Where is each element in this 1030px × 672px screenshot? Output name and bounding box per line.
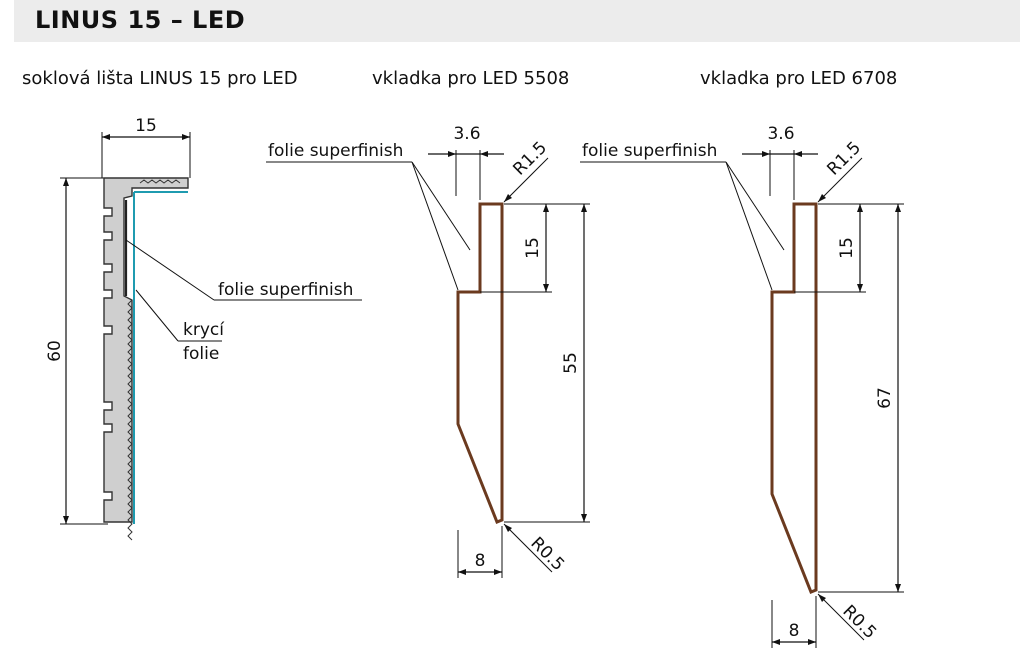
- i2-bottom-arrow-right: [808, 639, 816, 645]
- cover-foil: [133, 191, 188, 524]
- i2-foil-label: folie superfinish: [582, 141, 717, 161]
- i2-step-arrow-top: [857, 204, 863, 212]
- i2-bottom-radius: R0.5: [838, 601, 880, 643]
- cover-foil-leader: [135, 289, 179, 342]
- cover-foil-label-line1: krycí: [183, 320, 225, 340]
- i2-total-arrow-bottom: [895, 584, 901, 592]
- page-title: LINUS 15 – LED: [35, 6, 246, 34]
- profile-serrations: [127, 299, 133, 541]
- i1-bottom-width-dim: 8: [475, 551, 486, 571]
- i2-total-arrow-top: [895, 204, 901, 212]
- profile-height-arrow-top: [63, 178, 69, 186]
- i1-step-arrow-top: [543, 204, 549, 212]
- i2-foil-leader-b: [725, 161, 773, 291]
- profile-width-dim: 15: [135, 116, 157, 136]
- insert-5508-outline: [456, 202, 504, 524]
- i2-top-radius: R1.5: [823, 138, 865, 180]
- i1-top-arrow-left: [448, 151, 456, 157]
- i2-step-arrow-bottom: [857, 284, 863, 292]
- header-bar: [14, 0, 1020, 42]
- i1-top-width-dim: 3.6: [453, 124, 480, 144]
- i1-total-arrow-bottom: [581, 514, 587, 522]
- i2-r15-leader: [817, 157, 863, 203]
- profile-drawing: 15 60 folie superfinish krycí folie: [45, 116, 362, 541]
- insert-6708-drawing: 3.6 R1.5 folie superfinish 15 67 8: [580, 124, 904, 648]
- caption-insert-6708: vkladka pro LED 6708: [700, 68, 898, 89]
- profile-height-arrow-bottom: [63, 516, 69, 524]
- cover-foil-label-line2: folie: [183, 344, 219, 364]
- i2-top-width-dim: 3.6: [767, 124, 794, 144]
- i1-bottom-arrow-right: [494, 569, 502, 575]
- insert-5508-drawing: 3.6 R1.5 folie superfinish 15 55 8: [266, 124, 590, 578]
- i2-r15-arrow: [818, 194, 826, 202]
- i1-r15-leader: [503, 157, 549, 203]
- i2-top-arrow-right: [794, 151, 802, 157]
- i1-total-height-dim: 55: [561, 352, 581, 374]
- i1-step-height-dim: 15: [523, 237, 543, 259]
- profile-top-teeth: [139, 179, 181, 184]
- i1-r15-arrow: [504, 194, 512, 202]
- i1-top-arrow-right: [480, 151, 488, 157]
- i2-foil-leader-a: [725, 161, 785, 251]
- profile-foil-leader: [125, 239, 215, 301]
- i1-top-radius: R1.5: [509, 138, 551, 180]
- i1-r05-leader: [503, 523, 553, 573]
- i2-bottom-width-dim: 8: [789, 621, 800, 641]
- i1-total-arrow-top: [581, 204, 587, 212]
- i1-step-arrow-bottom: [543, 284, 549, 292]
- insert-6708-outline: [770, 202, 818, 594]
- profile-foil-label: folie superfinish: [218, 280, 353, 300]
- i1-foil-leader-b: [411, 161, 459, 291]
- i1-foil-leader-a: [411, 161, 471, 251]
- i1-bottom-radius: R0.5: [526, 533, 568, 575]
- profile-width-arrow-right: [182, 134, 190, 140]
- i1-foil-label: folie superfinish: [268, 141, 403, 161]
- i1-bottom-arrow-left: [458, 569, 466, 575]
- caption-insert-5508: vkladka pro LED 5508: [372, 68, 570, 89]
- i1-r05-arrow: [504, 524, 512, 532]
- i2-total-height-dim: 67: [875, 387, 895, 409]
- i2-r05-leader: [817, 593, 865, 641]
- profile-height-dim: 60: [45, 340, 65, 362]
- i2-step-height-dim: 15: [837, 237, 857, 259]
- i2-top-arrow-left: [762, 151, 770, 157]
- i2-bottom-arrow-left: [772, 639, 780, 645]
- caption-profile: soklová lišta LINUS 15 pro LED: [22, 68, 298, 89]
- profile-width-arrow-left: [102, 134, 110, 140]
- i2-r05-arrow: [818, 594, 826, 602]
- profile-body: [103, 177, 189, 523]
